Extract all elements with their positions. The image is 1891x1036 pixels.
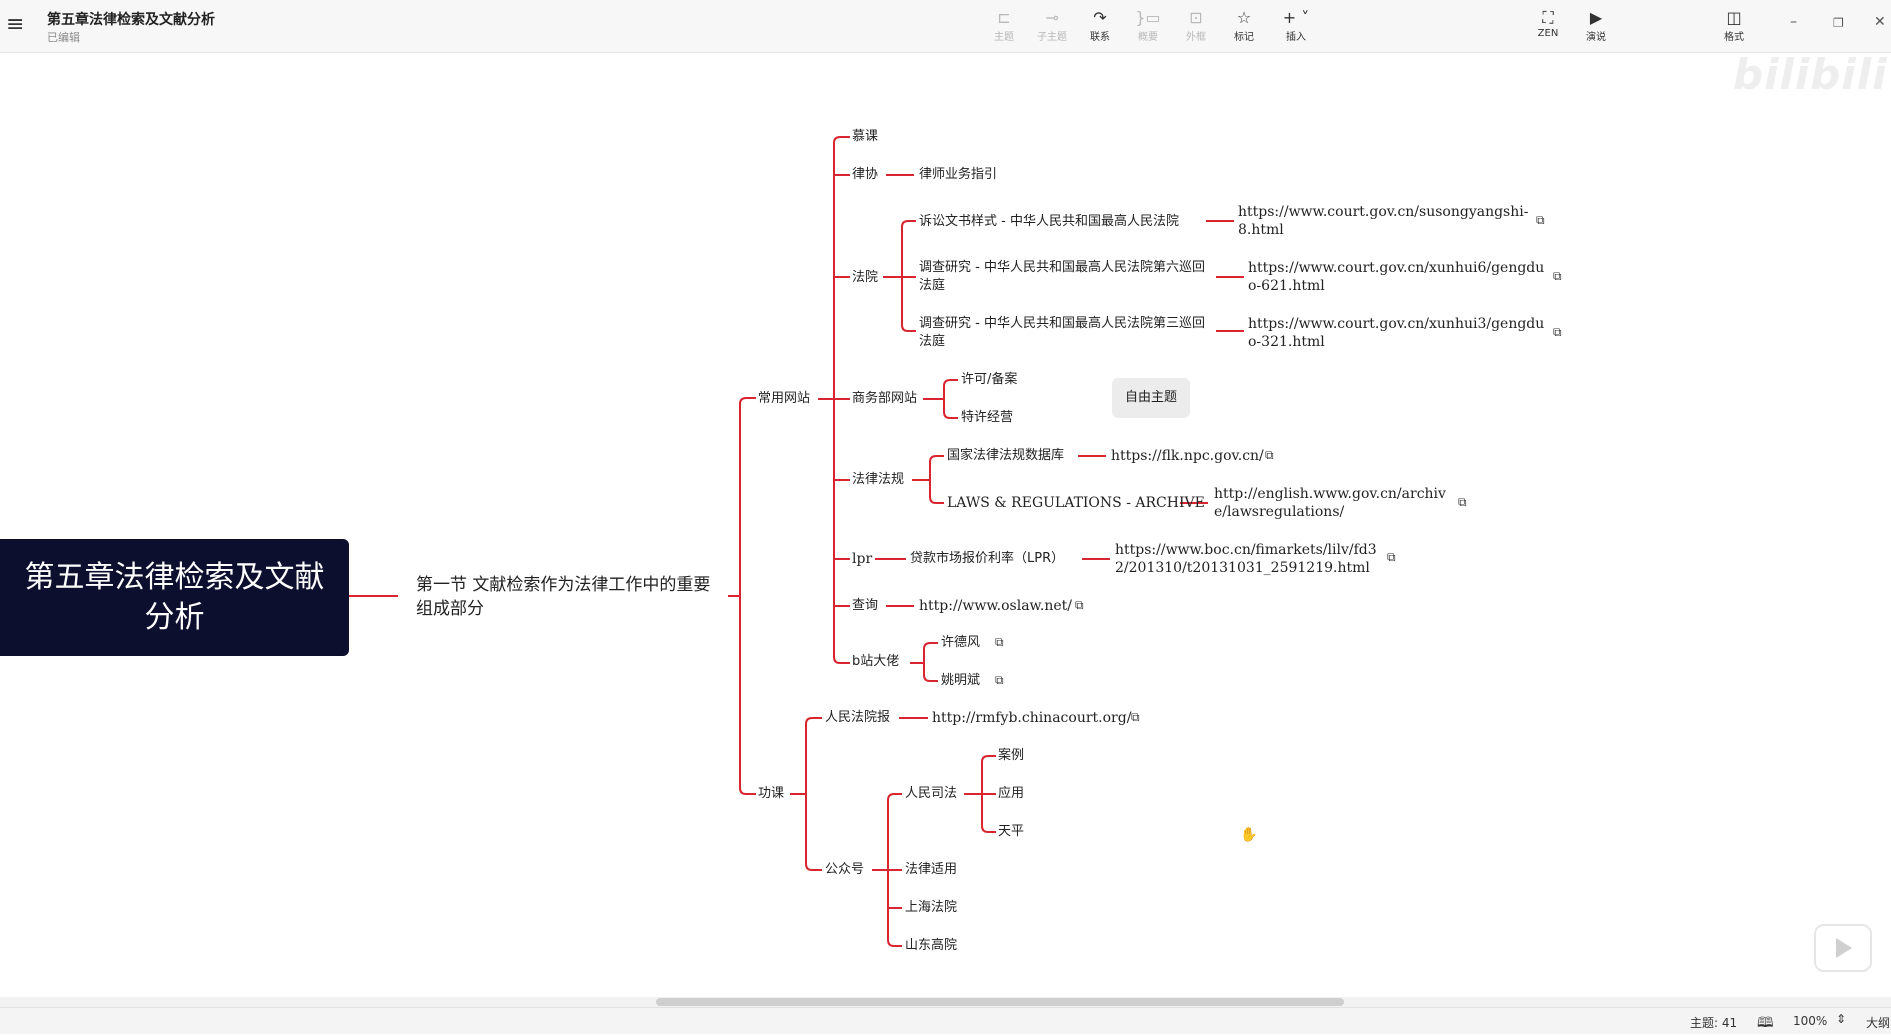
- topic-count: 主题: 41: [1690, 1016, 1738, 1030]
- lawyers-assoc-topic[interactable]: 律协: [852, 167, 879, 182]
- connector-lines: [349, 136, 1244, 947]
- mindmap-canvas[interactable]: 第五章法律检索及文献分析 第一节 文献检索作为法律工作中的重要组成部分 常用网站…: [0, 53, 1891, 997]
- external-link-icon[interactable]: ⧉: [1387, 550, 1396, 564]
- lpr-topic[interactable]: lpr: [852, 551, 873, 567]
- format-button[interactable]: ◫格式: [1707, 8, 1761, 43]
- cases-topic[interactable]: 案例: [998, 748, 1025, 763]
- status-bar: 主题: 41 🕮 100% ⇕ 大纲: [0, 1007, 1891, 1034]
- homework-topic[interactable]: 功课: [758, 786, 785, 801]
- zen-button[interactable]: ⛶ZEN: [1521, 8, 1575, 39]
- maximize-icon[interactable]: ❐: [1833, 16, 1844, 30]
- subtopic-button[interactable]: ⊸子主题: [1025, 8, 1079, 43]
- boundary-button[interactable]: ⊡外框: [1169, 8, 1223, 43]
- hand-cursor-icon: ✋: [1240, 827, 1258, 843]
- section1-topic[interactable]: 第一节 文献检索作为法律工作中的重要组成部分: [416, 575, 711, 619]
- central-topic[interactable]: 第五章法律检索及文献分析: [0, 539, 349, 656]
- document-title: 第五章法律检索及文献分析: [47, 12, 215, 28]
- people-court-news-topic[interactable]: 人民法院报: [825, 710, 891, 725]
- common-sites-topic[interactable]: 常用网站: [758, 391, 811, 406]
- balance-topic[interactable]: 天平: [998, 824, 1025, 839]
- subtopic-icon: ⊸: [1045, 8, 1059, 27]
- summary-bracket-icon: }▭: [1135, 8, 1161, 27]
- shanghai-court-topic[interactable]: 上海法院: [905, 900, 958, 915]
- connector-line: [943, 379, 951, 419]
- relation-curve-icon: ↷: [1093, 8, 1107, 27]
- outline-button[interactable]: 大纲: [1866, 1016, 1891, 1030]
- law-db-url[interactable]: https://flk.npc.gov.cn/: [1111, 448, 1264, 464]
- marker-button[interactable]: ☆标记: [1217, 8, 1271, 43]
- shandong-court-topic[interactable]: 山东高院: [905, 938, 958, 953]
- summary-button[interactable]: }▭概要: [1121, 8, 1175, 43]
- document-status: 已编辑: [47, 31, 80, 44]
- zoom-level[interactable]: 100%: [1793, 1014, 1828, 1028]
- star-icon: ☆: [1236, 8, 1252, 27]
- query-topic[interactable]: 查询: [852, 598, 879, 613]
- external-link-icon[interactable]: ⧉: [1131, 710, 1140, 724]
- franchise-topic[interactable]: 特许经营: [961, 410, 1014, 425]
- bili2-topic[interactable]: 姚明斌: [941, 673, 981, 688]
- close-icon[interactable]: ✕: [1874, 14, 1886, 30]
- external-link-icon[interactable]: ⧉: [995, 635, 1004, 649]
- external-link-icon[interactable]: ⧉: [995, 673, 1004, 687]
- bili1-topic[interactable]: 许德风: [941, 635, 981, 650]
- query-url[interactable]: http://www.oslaw.net/: [919, 598, 1072, 614]
- relation-button[interactable]: ↷联系: [1073, 8, 1127, 43]
- laws-archive-topic[interactable]: LAWS & REGULATIONS - ARCHIVE: [947, 495, 1205, 511]
- court-item1[interactable]: 诉讼文书样式 - 中华人民共和国最高人民法院: [919, 214, 1179, 229]
- license-topic[interactable]: 许可/备案: [961, 372, 1018, 387]
- external-link-icon[interactable]: ⧉: [1265, 448, 1274, 462]
- laws-topic[interactable]: 法律法规: [852, 472, 905, 487]
- connector-line: [923, 642, 931, 682]
- external-link-icon[interactable]: ⧉: [1458, 495, 1467, 509]
- hamburger-menu-icon[interactable]: ≡: [6, 12, 25, 37]
- lpr-url[interactable]: https://www.boc.cn/fimarkets/lilv/fd32/2…: [1115, 542, 1377, 576]
- map-book-icon[interactable]: 🕮: [1757, 1015, 1774, 1031]
- fullscreen-icon: ⛶: [1542, 8, 1554, 27]
- external-link-icon[interactable]: ⧉: [1553, 325, 1562, 339]
- zoom-stepper-icon[interactable]: ⇕: [1836, 1012, 1847, 1026]
- connector-line: [929, 455, 937, 504]
- plus-dropdown-icon: + ˅: [1282, 8, 1310, 27]
- court-url2[interactable]: https://www.court.gov.cn/xunhui6/gengduo…: [1248, 260, 1545, 294]
- connector-line: [805, 717, 813, 871]
- application-topic[interactable]: 应用: [998, 786, 1025, 801]
- external-link-icon[interactable]: ⧉: [1536, 213, 1545, 227]
- court-topic[interactable]: 法院: [852, 270, 879, 285]
- connector-line: [739, 397, 747, 795]
- horizontal-scrollbar-thumb[interactable]: [656, 998, 1344, 1006]
- play-screen-icon: ▶: [1589, 8, 1603, 27]
- court-item3[interactable]: 调查研究 - 中华人民共和国最高人民法院第三巡回法庭: [919, 316, 1205, 349]
- format-panel-icon: ◫: [1726, 8, 1742, 27]
- topic-icon: ⊏: [997, 8, 1011, 27]
- court-url3[interactable]: https://www.court.gov.cn/xunhui3/gengduo…: [1248, 316, 1545, 350]
- court-item2[interactable]: 调查研究 - 中华人民共和国最高人民法院第六巡回法庭: [919, 260, 1205, 293]
- external-link-icon[interactable]: ⧉: [1075, 598, 1084, 612]
- mofcom-topic[interactable]: 商务部网站: [852, 391, 918, 406]
- topic-button[interactable]: ⊏主题: [977, 8, 1031, 43]
- top-toolbar: ≡ 第五章法律检索及文献分析 已编辑 ⊏主题 ⊸子主题 ↷联系 }▭概要 ⊡外框…: [0, 0, 1891, 53]
- lpr-item-topic[interactable]: 贷款市场报价利率（LPR）: [910, 551, 1065, 566]
- bilibili-topic[interactable]: b站大佬: [852, 654, 900, 669]
- insert-button[interactable]: + ˅插入: [1269, 8, 1323, 43]
- laws-archive-url[interactable]: http://english.www.gov.cn/archive/lawsre…: [1214, 486, 1446, 520]
- people-judicature-topic[interactable]: 人民司法: [905, 786, 958, 801]
- mooc-topic[interactable]: 慕课: [852, 129, 879, 144]
- bilibili-watermark: bilibili: [1733, 50, 1888, 99]
- video-play-button[interactable]: [1814, 924, 1872, 972]
- people-court-news-url[interactable]: http://rmfyb.chinacourt.org/: [932, 710, 1132, 726]
- wechat-topic[interactable]: 公众号: [825, 862, 865, 877]
- lawyer-guide-topic[interactable]: 律师业务指引: [919, 167, 998, 182]
- court-url1[interactable]: https://www.court.gov.cn/susongyangshi-8…: [1238, 204, 1529, 238]
- present-button[interactable]: ▶演说: [1569, 8, 1623, 43]
- floating-topic[interactable]: 自由主题: [1112, 378, 1190, 418]
- external-link-icon[interactable]: ⧉: [1553, 269, 1562, 283]
- minimize-icon[interactable]: –: [1790, 14, 1797, 30]
- law-application-topic[interactable]: 法律适用: [905, 862, 958, 877]
- law-db-topic[interactable]: 国家法律法规数据库: [947, 448, 1065, 463]
- boundary-icon: ⊡: [1189, 8, 1203, 27]
